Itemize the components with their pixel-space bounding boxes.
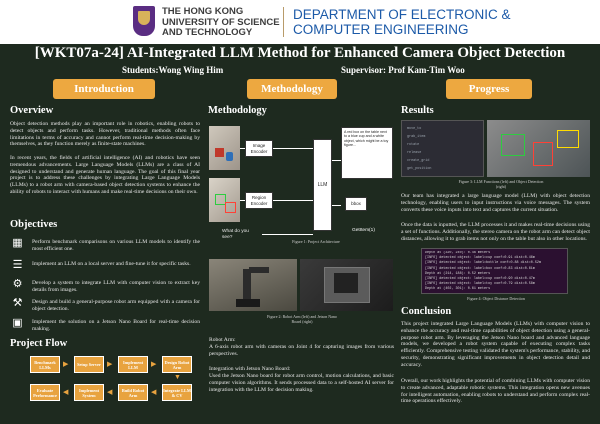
llm-block: LLM: [313, 139, 332, 231]
benchmark-icon: ▦: [12, 237, 23, 249]
flow-step: Design Robot Arm: [162, 356, 192, 373]
robot-arm-label: Robot Arm:: [209, 337, 236, 343]
university-line: THE HONG KONG: [162, 6, 244, 17]
function-item: move_to: [407, 127, 422, 131]
jetson-text: Used the Jetson Nano board for robot arm…: [209, 373, 394, 393]
flow-step: Implement LLM: [118, 356, 148, 373]
figure-3-caption: Figure 3: LLM Functions (left) and Objec…: [458, 179, 544, 189]
university-line: AND TECHNOLOGY: [162, 27, 253, 38]
arrow-right-icon: ▶: [151, 360, 157, 368]
tab-progress: Progress: [446, 79, 532, 99]
overview-paragraph: In recent years, the fields of artificia…: [10, 155, 200, 195]
integration-icon: ⚙: [12, 278, 23, 290]
llm-functions-screenshot: move_to grab_item rotate release create_…: [401, 120, 484, 177]
overview-paragraph: Object detection methods play an importa…: [10, 121, 200, 148]
objective-item: Perform benchmark comparisons on various…: [32, 239, 200, 252]
poster-title: [WKT07a-24] AI-Integrated LLM Method for…: [34, 45, 566, 61]
log-line: Depth at (214, 188): 0.52 meters: [425, 271, 491, 276]
log-line: [INFO] detected object: label=cup conf=0…: [425, 277, 535, 282]
terminal-screenshot: Depth at (320, 240): 0.46 meters [INFO] …: [421, 248, 568, 294]
flow-step: Integrate LLM & CV: [162, 384, 192, 401]
region-encoder-block: Region Encoder: [245, 192, 273, 209]
flow-line: [273, 148, 313, 149]
objective-item: Develop a system to integrate LLM with c…: [32, 280, 200, 293]
log-line: [INFO] detected object: label=box conf=0…: [425, 266, 535, 271]
department-line: COMPUTER ENGINEERING: [293, 22, 469, 37]
flow-line: [262, 234, 313, 235]
students-label: Students:Wong Wing Him: [122, 65, 224, 75]
figure-1-caption: Figure 1: Project Architecture: [292, 239, 340, 244]
chip-icon: ▣: [12, 317, 23, 329]
image-encoder-block: Image Encoder: [245, 140, 273, 157]
log-line: [INFO] detected object: label=toy conf=0…: [425, 282, 535, 287]
flow-line: [240, 148, 245, 149]
project-flow-heading: Project Flow: [10, 338, 68, 349]
log-line: [INFO] detected object: label=cup conf=0…: [425, 256, 535, 261]
flow-line: [332, 160, 341, 161]
conclusion-paragraph: This project integrated Large Language M…: [401, 321, 590, 368]
bbox-block: bbox: [345, 197, 367, 211]
header-divider: [283, 7, 284, 37]
objective-item: Implement the solution on a Jetson Nano …: [32, 319, 200, 332]
flow-step: Implement System: [74, 384, 104, 401]
scene-image: [209, 126, 240, 170]
flow-step: Build Robot Arm: [118, 384, 148, 401]
arrow-down-icon: ▼: [174, 373, 181, 381]
overview-heading: Overview: [10, 105, 54, 116]
function-item: release: [407, 151, 422, 155]
university-name: THE HONG KONG UNIVERSITY OF SCIENCE AND …: [162, 6, 280, 39]
figure-2-caption: Figure 2: Robot Arm (left) and Jetson Na…: [267, 314, 337, 324]
output-text-box: A red box on the table next to a blue cu…: [341, 127, 393, 179]
flow-line: [273, 200, 313, 201]
function-item: rotate: [407, 143, 420, 147]
function-item: get_position: [407, 167, 432, 171]
arrow-left-icon: ◀: [151, 388, 157, 396]
results-paragraph: Once the data is inputted, the LLM proce…: [401, 222, 590, 242]
department-name: DEPARTMENT OF ELECTRONIC & COMPUTER ENGI…: [293, 7, 511, 37]
objective-item: Design and build a general-purpose robot…: [32, 299, 200, 312]
tab-methodology: Methodology: [247, 79, 337, 99]
department-line: DEPARTMENT OF ELECTRONIC &: [293, 7, 511, 22]
log-line: Depth at (320, 240): 0.46 meters: [425, 251, 491, 255]
object-detection-screenshot: [487, 120, 590, 177]
methodology-heading: Methodology: [208, 105, 267, 116]
arrow-left-icon: ◀: [63, 388, 69, 396]
log-line: [INFO] detected object: label=bottle con…: [425, 261, 541, 266]
bbox-output-text: GetItem(1): [352, 228, 375, 233]
flow-line: [240, 200, 245, 201]
jetson-nano-photo: [300, 259, 393, 311]
server-icon: ☰: [12, 259, 23, 271]
objective-item: Implement an LLM on a local server and f…: [32, 261, 191, 267]
university-line: UNIVERSITY OF SCIENCE: [162, 16, 280, 28]
tab-introduction: Introduction: [53, 79, 155, 99]
flow-step: Benchmark LLMs: [30, 356, 60, 373]
log-line: Depth at (402, 301): 0.61 meters: [425, 287, 491, 292]
results-heading: Results: [401, 105, 434, 116]
question-text: What do you see?: [222, 229, 249, 240]
robot-arm-text: A 6-axis robot arm with cameras on Joint…: [209, 344, 394, 357]
figure-4-caption: Figure 4: Object Distance Detection: [467, 296, 525, 301]
robot-arm-icon: ⚒: [12, 297, 23, 309]
university-logo: [133, 6, 155, 36]
conclusion-paragraph: Overall, our work highlights the potenti…: [401, 378, 590, 405]
supervisor-label: Supervisor: Prof Kam-Tim Woo: [341, 65, 465, 75]
region-image: [209, 178, 240, 222]
flow-step: Setup Server: [74, 356, 104, 373]
header-bar: THE HONG KONG UNIVERSITY OF SCIENCE AND …: [0, 0, 600, 44]
conclusion-heading: Conclusion: [401, 306, 452, 317]
robot-arm-photo: [209, 259, 297, 311]
function-item: create_grid: [407, 159, 430, 163]
arrow-right-icon: ▶: [63, 360, 69, 368]
objectives-heading: Objectives: [10, 219, 58, 230]
results-paragraph: Our team has integrated a large language…: [401, 193, 590, 213]
flow-step: Evaluate Performance: [30, 384, 60, 401]
function-item: grab_item: [407, 135, 426, 139]
jetson-label: Integration with Jetson Nano Board:: [209, 366, 291, 372]
arrow-right-icon: ▶: [107, 360, 113, 368]
arrow-left-icon: ◀: [107, 388, 113, 396]
flow-line: [332, 205, 341, 206]
